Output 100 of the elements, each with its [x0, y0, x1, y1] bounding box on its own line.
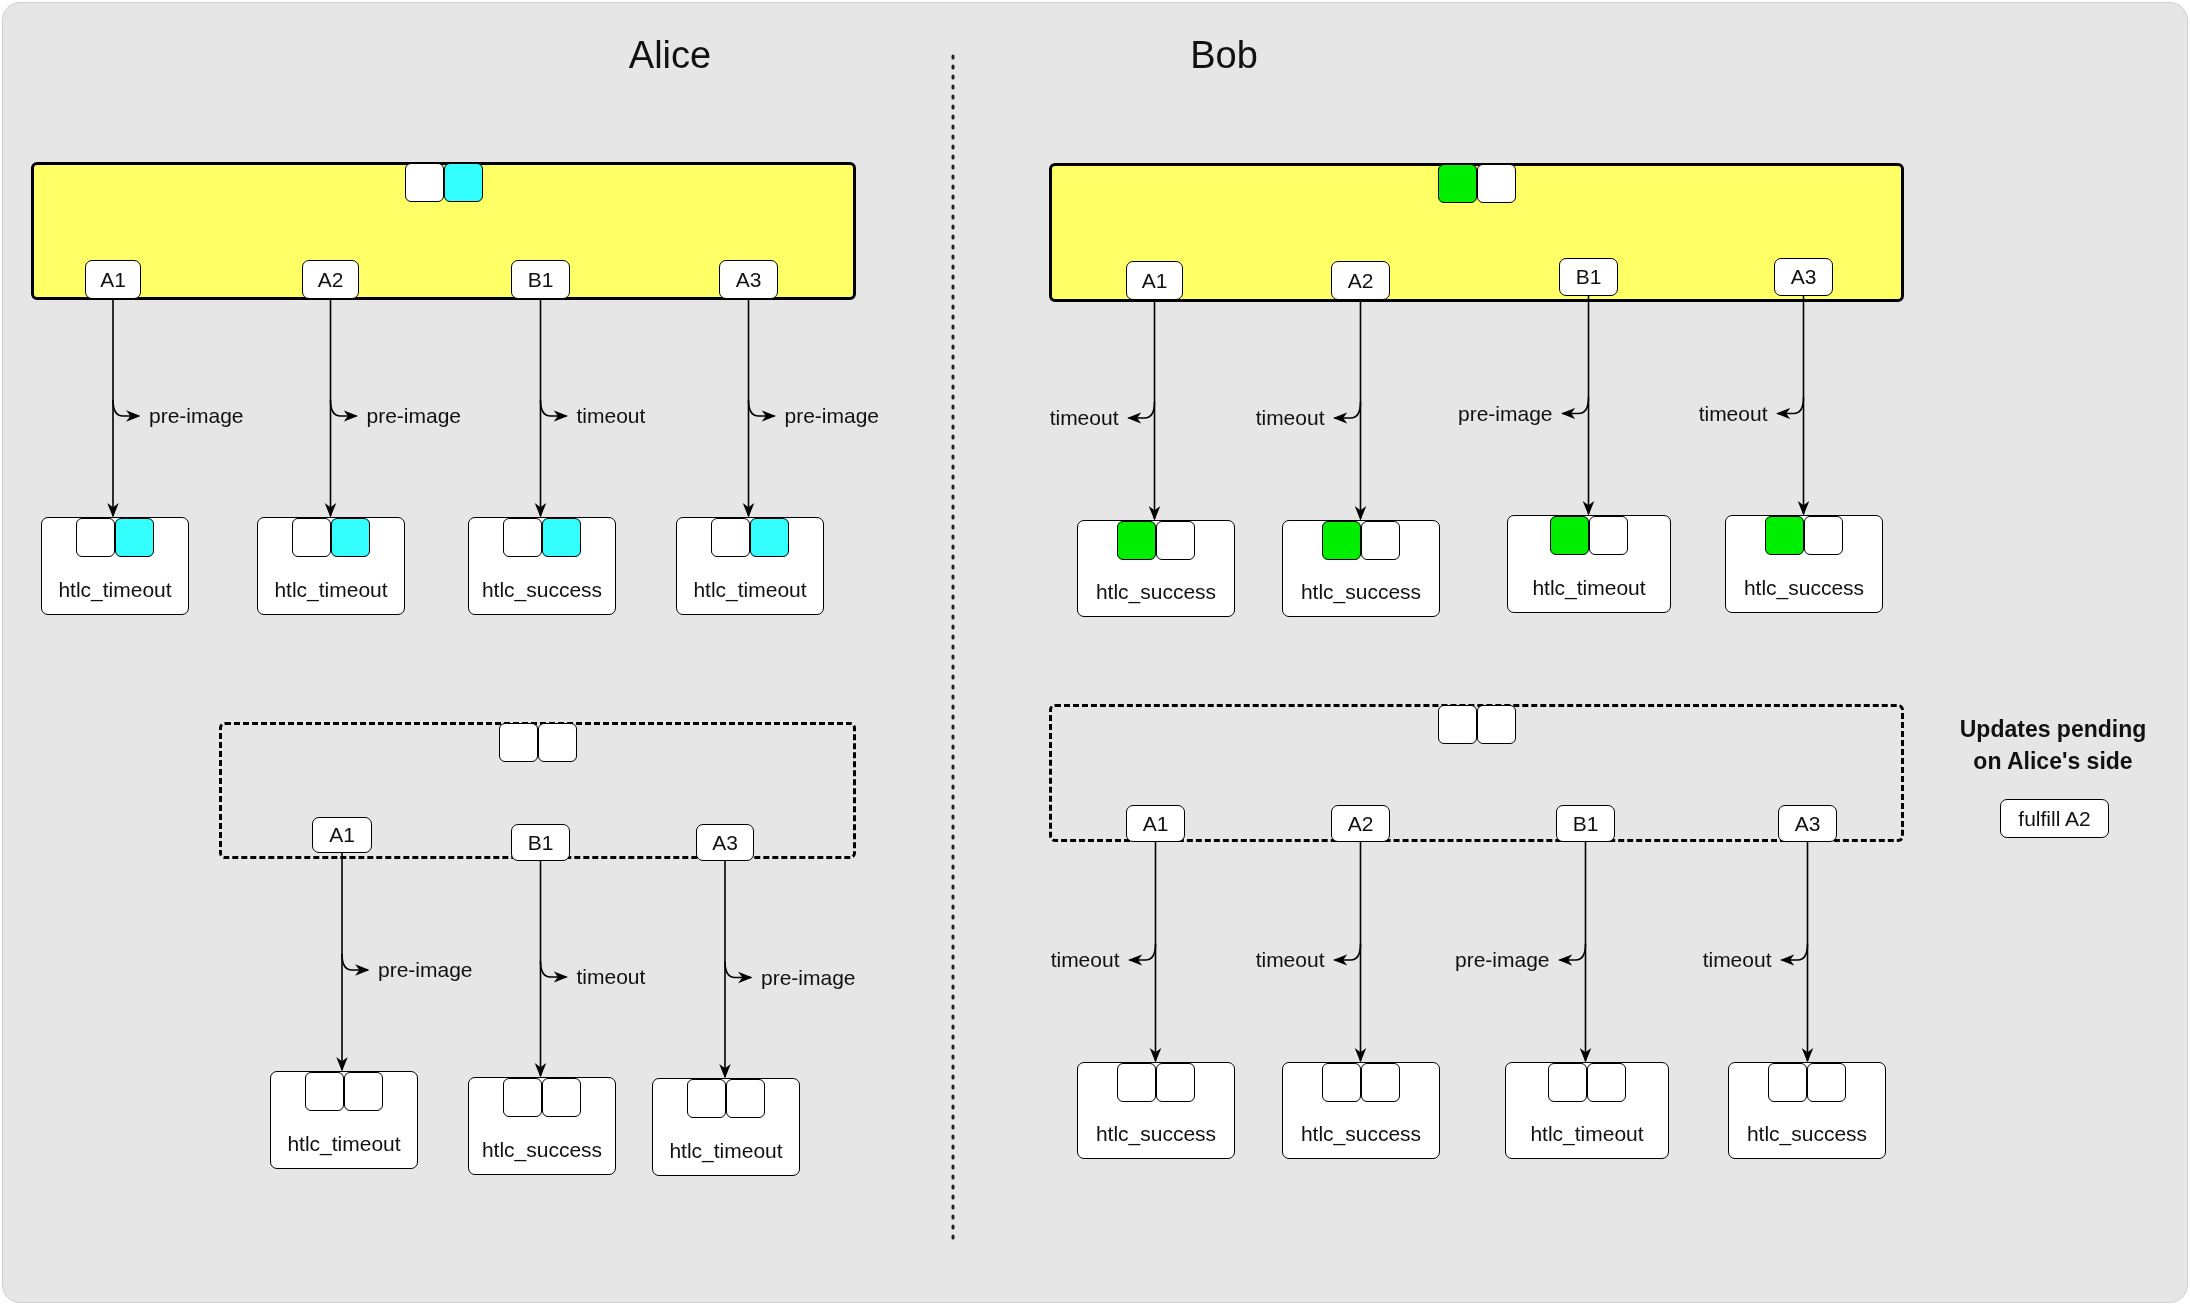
output-box: A1	[312, 817, 372, 853]
signature-slot	[1116, 1062, 1156, 1102]
htlc-transaction-box	[1505, 1062, 1669, 1159]
signature-slot	[1586, 1062, 1626, 1102]
commitment-transaction-box	[1049, 163, 1904, 302]
htlc-transaction-box	[1282, 1062, 1440, 1159]
transaction-label: htlc_success	[1743, 576, 1865, 600]
output-box: A1	[1126, 261, 1183, 300]
signature-slot	[502, 517, 542, 557]
transaction-label: htlc_success	[1095, 580, 1217, 604]
signature-slot	[1588, 515, 1628, 555]
transaction-label: htlc_success	[1300, 1122, 1422, 1146]
output-box: A3	[696, 824, 754, 861]
transaction-label: htlc_timeout	[669, 1139, 783, 1163]
output-box: A2	[302, 260, 359, 299]
commitment-transaction-box	[31, 162, 856, 300]
signature-slot	[1155, 520, 1195, 560]
signature-slot	[1476, 705, 1516, 744]
output-box: B1	[511, 260, 570, 299]
arrow	[324, 298, 337, 518]
signature-slot	[749, 517, 789, 557]
signature-slot	[304, 1071, 344, 1111]
signature-slot	[1547, 1062, 1587, 1102]
signature-slot	[1321, 520, 1361, 560]
htlc-transaction-box	[270, 1071, 418, 1169]
signature-slot	[1321, 1062, 1361, 1102]
signature-slot	[1767, 1062, 1807, 1102]
htlc-transaction-box	[468, 1077, 616, 1175]
output-box: B1	[1559, 258, 1618, 296]
output-box: A2	[1331, 261, 1390, 300]
signature-slot	[1116, 520, 1156, 560]
output-box: A1	[85, 260, 141, 299]
signature-slot	[1360, 520, 1400, 560]
column-title: Alice	[627, 34, 713, 77]
transaction-label: htlc_timeout	[1532, 576, 1646, 600]
arrow	[1148, 299, 1161, 521]
output-box: fulfill A2	[2000, 799, 2109, 838]
htlc-transaction-box	[1077, 1062, 1235, 1159]
htlc-transaction-box	[1728, 1062, 1886, 1159]
signature-slot	[1806, 1062, 1846, 1102]
signature-slot	[710, 517, 750, 557]
signature-slot	[1764, 515, 1804, 555]
signature-slot	[541, 517, 581, 557]
output-box: B1	[511, 824, 570, 861]
arrow	[1149, 841, 1162, 1063]
signature-slot	[114, 517, 154, 557]
output-box: B1	[1556, 805, 1615, 842]
transaction-label: htlc_success	[481, 1138, 603, 1162]
arrow	[534, 298, 547, 518]
arrow	[1582, 295, 1595, 516]
output-box: A2	[1331, 805, 1390, 842]
signature-slot	[1549, 515, 1589, 555]
arrow	[1354, 299, 1367, 521]
signature-slot	[343, 1071, 383, 1111]
signature-slot	[498, 723, 538, 762]
signature-slot	[502, 1077, 542, 1117]
arrow	[534, 860, 547, 1078]
htlc-transaction-box	[257, 517, 405, 615]
signature-slot	[443, 163, 483, 202]
signature-slot	[686, 1078, 726, 1118]
signature-slot	[1803, 515, 1843, 555]
arrow	[1797, 295, 1810, 516]
transaction-label: htlc_success	[1300, 580, 1422, 604]
transaction-label: htlc_timeout	[58, 578, 172, 602]
arrow	[742, 298, 755, 518]
htlc-transaction-box	[1282, 520, 1440, 617]
htlc-transaction-box	[41, 517, 189, 615]
signature-slot	[1437, 705, 1477, 744]
output-box: A3	[1778, 805, 1837, 842]
output-box: A1	[1126, 805, 1185, 842]
transaction-label: htlc_success	[481, 578, 603, 602]
signature-slot	[1155, 1062, 1195, 1102]
arrow	[1579, 841, 1592, 1063]
htlc-transaction-box	[1077, 520, 1235, 617]
output-box: A3	[719, 260, 778, 299]
transaction-label: htlc_success	[1746, 1122, 1868, 1146]
signature-slot	[725, 1078, 765, 1118]
transaction-label: htlc_timeout	[693, 578, 807, 602]
signature-slot	[541, 1077, 581, 1117]
signature-slot	[330, 517, 370, 557]
note-text: Updates pending on Alice's side	[1958, 715, 2148, 776]
signature-slot	[1476, 164, 1516, 203]
arrow	[719, 860, 731, 1079]
pending-commitment-box	[219, 722, 856, 859]
htlc-transaction-box	[676, 517, 824, 615]
output-box: A3	[1774, 258, 1833, 296]
column-title: Bob	[1189, 34, 1259, 77]
transaction-label: htlc_success	[1095, 1122, 1217, 1146]
transaction-label: htlc_timeout	[287, 1132, 401, 1156]
pending-commitment-box	[1049, 704, 1904, 842]
arrow	[1801, 841, 1814, 1063]
signature-slot	[1437, 164, 1477, 203]
signature-slot	[404, 163, 444, 202]
arrow	[336, 852, 348, 1072]
transaction-label: htlc_timeout	[274, 578, 388, 602]
signature-slot	[537, 723, 577, 762]
htlc-transaction-box	[1725, 515, 1883, 613]
transaction-label: htlc_timeout	[1530, 1122, 1644, 1146]
signature-slot	[75, 517, 115, 557]
htlc-transaction-box	[1507, 515, 1671, 613]
